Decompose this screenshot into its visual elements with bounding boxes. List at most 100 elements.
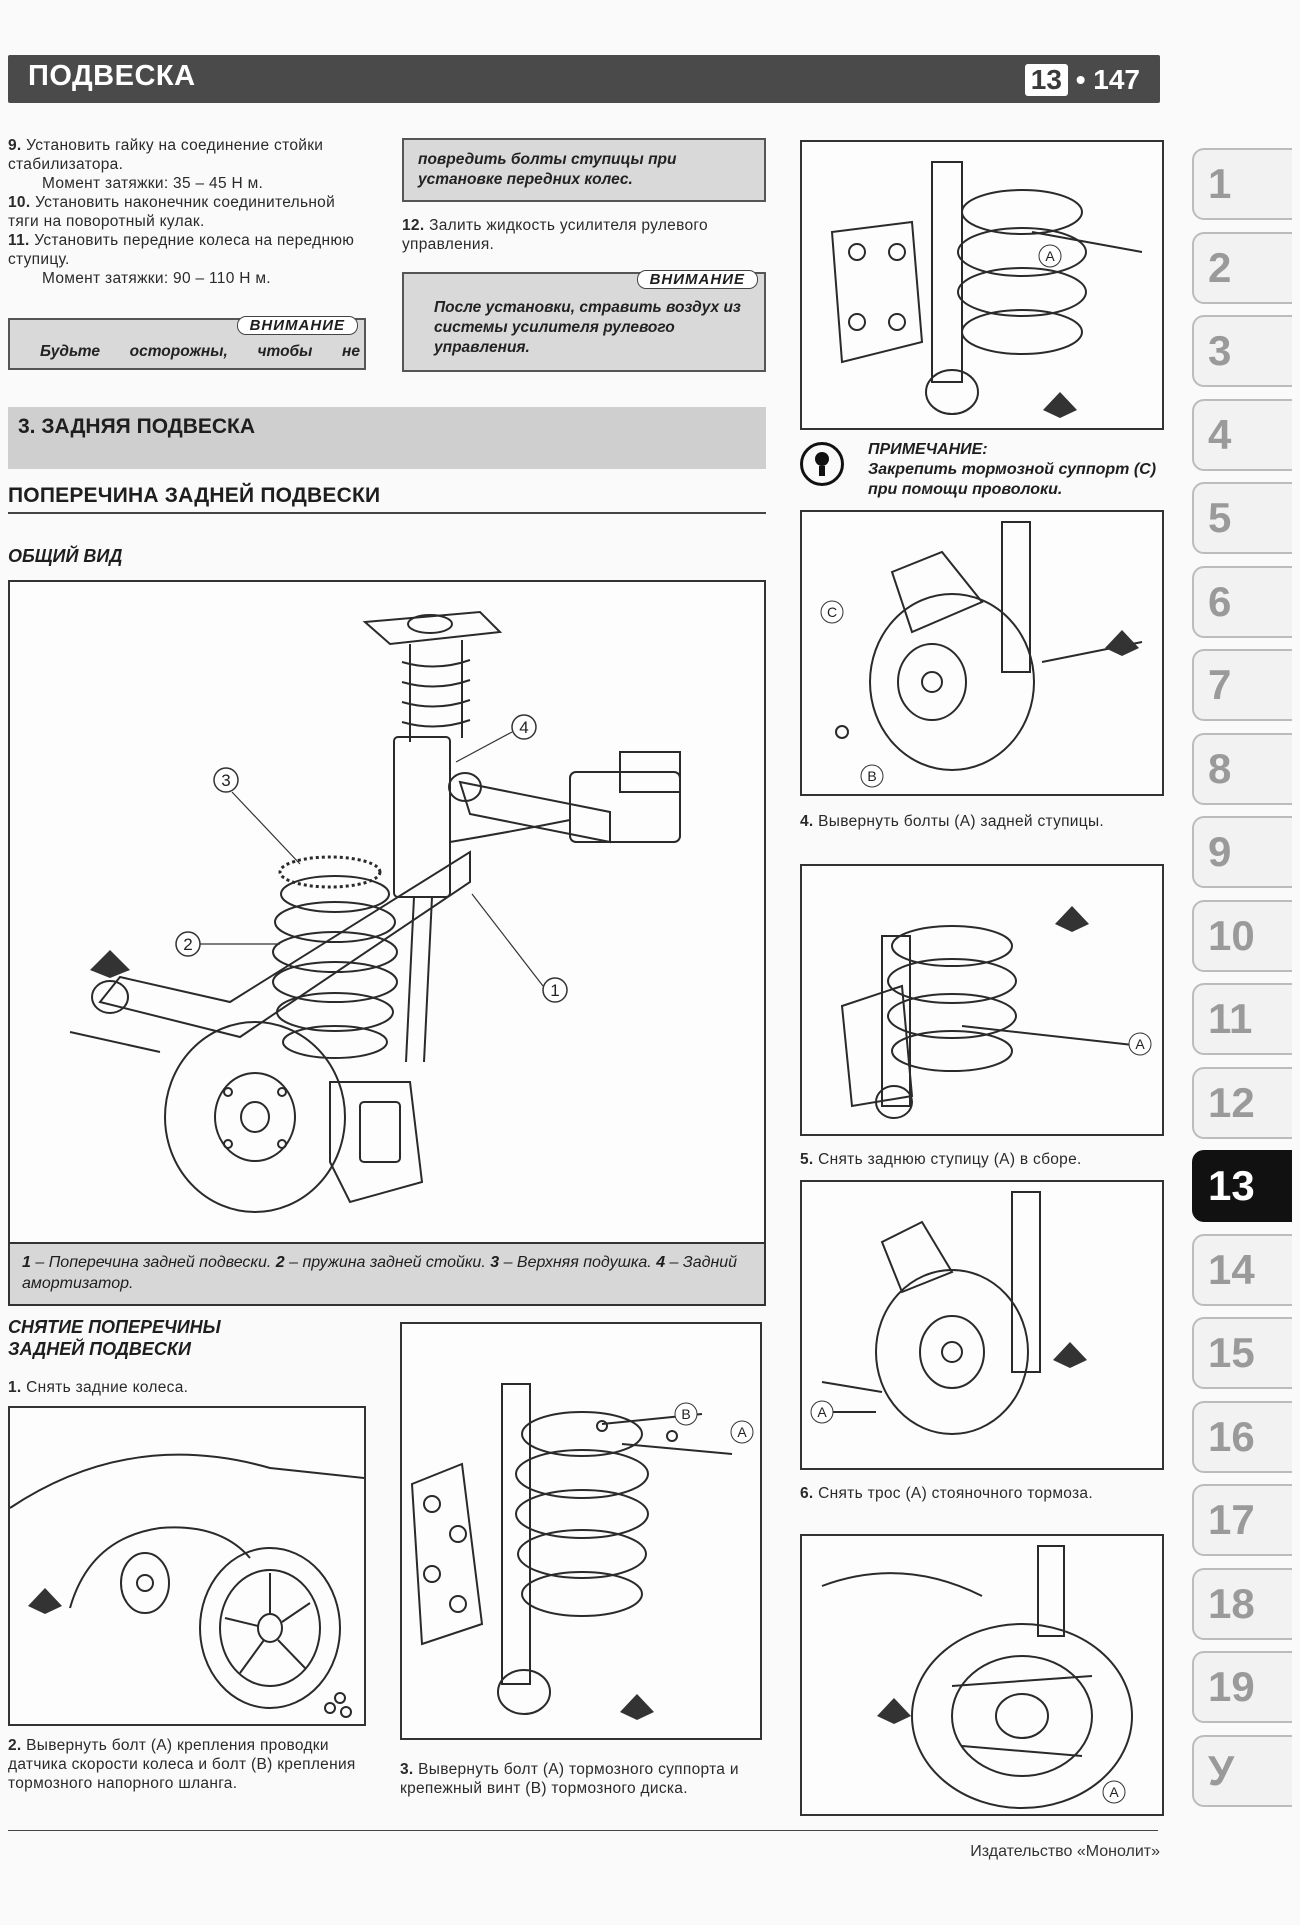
- svg-text:C: C: [827, 604, 837, 620]
- front-direction-icon: [1053, 1342, 1087, 1368]
- parking-brake-cable-diagram: A: [810, 1191, 1087, 1435]
- svg-text:2: 2: [183, 935, 192, 954]
- wheel-removal-diagram: [10, 1453, 364, 1718]
- chapter-tab[interactable]: 15: [1192, 1317, 1292, 1389]
- main-figure-caption: 1 – Поперечина задней подвески. 2 – пруж…: [10, 1242, 764, 1304]
- note-block: ПРИМЕЧАНИЕ: Закрепить тормозной суппорт …: [868, 440, 1168, 500]
- page-bullet: •: [1075, 64, 1086, 95]
- label-A: A: [1038, 244, 1062, 268]
- svg-text:A: A: [737, 1424, 747, 1440]
- figure-step-5: A: [800, 864, 1164, 1136]
- front-direction-icon: [1105, 630, 1139, 656]
- figure-step-1: [8, 1406, 366, 1726]
- label-B: B: [674, 1402, 698, 1426]
- svg-text:B: B: [867, 768, 876, 784]
- chapter-tab[interactable]: У: [1192, 1734, 1292, 1807]
- chapter-tab[interactable]: 1: [1192, 148, 1292, 220]
- callout-3: 3: [213, 767, 239, 793]
- section-header-bar: [8, 55, 1160, 103]
- svg-text:4: 4: [519, 718, 528, 737]
- chapter-tab[interactable]: 4: [1192, 398, 1292, 471]
- chapter-tab[interactable]: 11: [1192, 983, 1292, 1055]
- front-direction-icon: [90, 950, 130, 978]
- front-direction-icon: [28, 1588, 62, 1614]
- front-direction-icon: [620, 1694, 654, 1720]
- label-A: A: [1128, 1032, 1152, 1056]
- svg-text:B: B: [681, 1406, 690, 1422]
- svg-text:A: A: [817, 1404, 827, 1420]
- warning-label: ВНИМАНИЕ: [236, 316, 358, 335]
- removal-title: СНЯТИЕ ПОПЕРЕЧИНЫ ЗАДНЕЙ ПОДВЕСКИ: [8, 1317, 221, 1359]
- steps-9-11: 9. Установить гайку на соединение стойки…: [8, 137, 355, 287]
- step-2: 2. Вывернуть болт (А) крепления проводки…: [8, 1737, 356, 1792]
- chapter-tab[interactable]: 10: [1192, 899, 1292, 972]
- chapter-tab[interactable]: 18: [1192, 1567, 1292, 1640]
- step-6: 6. Снять трос (А) стояночного тормоза.: [800, 1485, 1093, 1502]
- callout-2: 2: [175, 931, 201, 957]
- warning-box-2: ВНИМАНИЕ После установки, стравить возду…: [402, 270, 766, 372]
- callout-4: 4: [511, 714, 537, 740]
- warning-text: Будьте осторожны, чтобы не: [40, 343, 360, 360]
- chapter-tab[interactable]: 3: [1192, 315, 1292, 387]
- figure-step-6: A: [800, 1180, 1164, 1470]
- chapter-tab[interactable]: 7: [1192, 649, 1292, 721]
- page-number-value: 147: [1093, 64, 1140, 95]
- step-12: 12. Залить жидкость усилителя рулевого у…: [402, 217, 708, 253]
- label-A: A: [1102, 1780, 1126, 1804]
- warning-box-continued: повредить болты ступицы при установке пе…: [402, 138, 766, 202]
- chapter-number: 13: [1024, 64, 1068, 96]
- label-A: A: [730, 1420, 754, 1444]
- chapter-tab[interactable]: 17: [1192, 1484, 1292, 1556]
- footer-rule: [8, 1830, 1158, 1831]
- step-3: 3. Вывернуть болт (А) тормозного суппорт…: [400, 1761, 739, 1797]
- label-A: A: [810, 1400, 834, 1424]
- figure-step-3: A: [800, 140, 1164, 430]
- svg-text:A: A: [1109, 1784, 1119, 1800]
- figure-step-4: C B: [800, 510, 1164, 796]
- section-header-title: ПОДВЕСКА: [28, 60, 196, 92]
- brake-hose-bolts-diagram: B A: [410, 1383, 754, 1720]
- rear-hub-assembly-diagram: A: [840, 906, 1152, 1119]
- figure-step-7: A: [800, 1534, 1164, 1816]
- svg-text:3: 3: [221, 771, 230, 790]
- callout-1: 1: [542, 977, 568, 1003]
- rear-suspension-diagram: 1 2 3 4: [69, 610, 681, 1213]
- chapter-tab[interactable]: 8: [1192, 732, 1292, 805]
- main-figure: 1 2 3 4 1 – Поперечина задней подвески. …: [8, 580, 766, 1306]
- brake-caliper-bolts-diagram: A: [830, 161, 1143, 418]
- step-4: 4. Вывернуть болты (А) задней ступицы.: [800, 813, 1104, 830]
- publisher-footer: Издательство «Монолит»: [970, 1843, 1160, 1860]
- note-text: Закрепить тормозной суппорт (С) при помо…: [868, 461, 1157, 498]
- chapter-tab[interactable]: 13: [1192, 1150, 1292, 1222]
- chapter-tab[interactable]: 19: [1192, 1651, 1292, 1723]
- subsection-rule: [8, 512, 766, 514]
- label-B: B: [860, 764, 884, 788]
- front-direction-icon: [877, 1698, 911, 1724]
- label-C: C: [820, 600, 844, 624]
- warning-text: После установки, стравить воздух из сист…: [434, 299, 741, 356]
- section-title: 3. ЗАДНЯЯ ПОДВЕСКА: [18, 415, 256, 438]
- figure-step-2: B A: [400, 1322, 762, 1740]
- section-bar: [8, 407, 766, 469]
- chapter-tab[interactable]: 9: [1192, 816, 1292, 888]
- chapter-tab[interactable]: 16: [1192, 1400, 1292, 1473]
- svg-text:A: A: [1135, 1036, 1145, 1052]
- svg-text:A: A: [1045, 248, 1055, 264]
- chapter-tab[interactable]: 12: [1192, 1066, 1292, 1139]
- step-1: 1. Снять задние колеса.: [8, 1379, 189, 1396]
- page-number: 13 • 147: [1024, 64, 1140, 96]
- warning-label: ВНИМАНИЕ: [636, 270, 758, 289]
- chapter-tab[interactable]: 2: [1192, 231, 1292, 304]
- brake-backing-plate-diagram: A: [821, 1545, 1133, 1809]
- front-direction-icon: [1055, 906, 1089, 932]
- note-icon: [800, 442, 844, 486]
- chapter-tab[interactable]: 6: [1192, 565, 1292, 638]
- rear-hub-bolts-diagram: C B: [820, 521, 1143, 788]
- svg-text:1: 1: [550, 981, 559, 1000]
- subsection-title: ПОПЕРЕЧИНА ЗАДНЕЙ ПОДВЕСКИ: [8, 484, 381, 507]
- chapter-tab[interactable]: 5: [1192, 482, 1292, 554]
- note-label: ПРИМЕЧАНИЕ:: [868, 441, 988, 458]
- chapter-tab[interactable]: 14: [1192, 1233, 1292, 1306]
- step-5: 5. Снять заднюю ступицу (А) в сборе.: [800, 1151, 1082, 1168]
- front-direction-icon: [1043, 392, 1077, 418]
